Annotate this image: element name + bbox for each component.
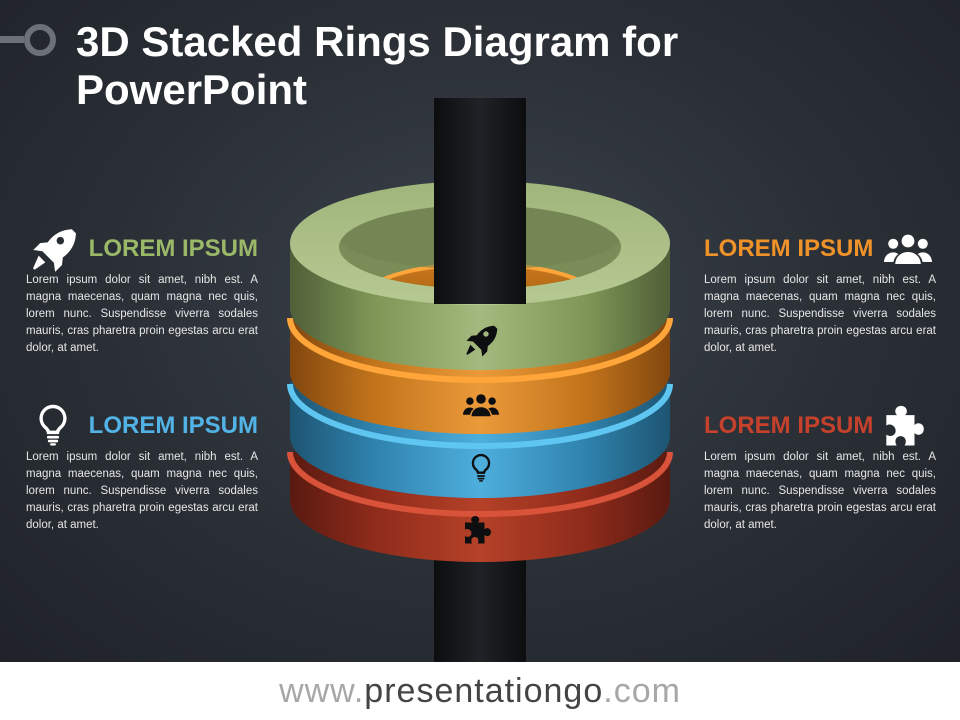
item-block-1: LOREM IPSUM Lorem ipsum dolor sit amet, … [26, 232, 258, 357]
footer-brand: presentationgo [364, 671, 604, 710]
item-2-body: Lorem ipsum dolor sit amet, nibh est. A … [704, 274, 936, 354]
footer-prefix: www. [279, 671, 365, 710]
item-block-2: LOREM IPSUM Lorem ipsum dolor sit amet, … [704, 232, 936, 357]
slide: 3D Stacked Rings Diagram for PowerPoint [0, 0, 960, 662]
footer-suffix: .com [603, 671, 681, 710]
item-1-heading: LOREM IPSUM [88, 235, 258, 262]
title-line-2: PowerPoint [76, 66, 308, 113]
title-line-1: 3D Stacked Rings Diagram for [76, 18, 679, 65]
item-2-heading: LOREM IPSUM [704, 235, 874, 262]
ring-red-edge [287, 451, 673, 517]
circle-connector-icon [0, 24, 56, 56]
item-block-4: LOREM IPSUM Lorem ipsum dolor sit amet, … [704, 409, 936, 534]
item-4-body: Lorem ipsum dolor sit amet, nibh est. A … [704, 451, 936, 531]
ring-orange-edge [287, 317, 673, 383]
item-3-heading: LOREM IPSUM [88, 412, 258, 439]
item-3-body: Lorem ipsum dolor sit amet, nibh est. A … [26, 451, 258, 531]
footer-website: www.presentationgo.com [0, 662, 960, 720]
center-pole-top [434, 98, 526, 304]
stacked-rings-diagram [33, 98, 932, 662]
item-block-3: LOREM IPSUM Lorem ipsum dolor sit amet, … [26, 409, 258, 534]
ring-blue-edge [287, 383, 673, 449]
item-4-heading: LOREM IPSUM [704, 412, 874, 439]
page-title: 3D Stacked Rings Diagram for PowerPoint [76, 18, 796, 114]
item-1-body: Lorem ipsum dolor sit amet, nibh est. A … [26, 274, 258, 354]
